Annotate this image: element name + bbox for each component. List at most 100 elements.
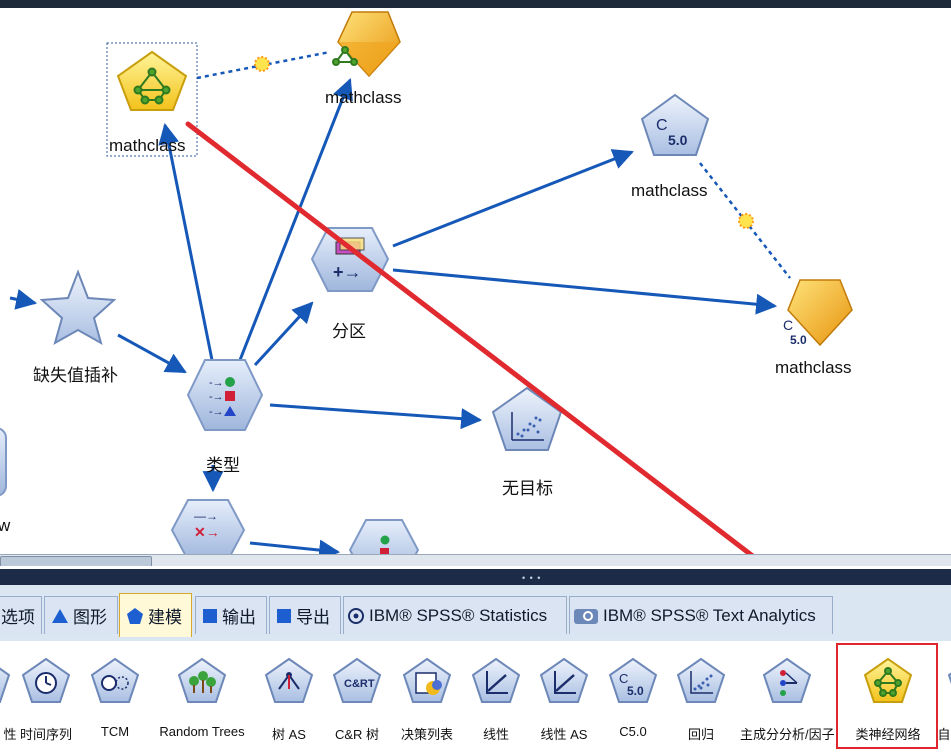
- palette-item-label: 主成分分析/因子: [740, 727, 835, 742]
- palette-item-random-trees[interactable]: Random Trees: [159, 655, 245, 745]
- link-left-to-impute: [9, 288, 38, 310]
- palette-item-label: 自: [937, 727, 951, 742]
- palette-item-pca-factor[interactable]: 主成分分析/因子: [740, 655, 835, 745]
- svg-text:—→: —→: [194, 509, 218, 523]
- palette-item-label: C5.0: [619, 724, 647, 739]
- square-icon: [276, 608, 292, 624]
- svg-text:-→: -→: [209, 377, 224, 389]
- palette-item-partial[interactable]: 性: [0, 655, 17, 745]
- palette-item-tcm[interactable]: TCM: [84, 655, 146, 745]
- palette-item-neural-net[interactable]: 类神经网络: [855, 655, 921, 745]
- link-type-to-partition: [253, 301, 314, 367]
- splitter-grip-icon: • • •: [522, 573, 542, 583]
- tab-label: 导出: [296, 608, 330, 627]
- tab-graphs[interactable]: 图形: [44, 596, 118, 634]
- link-partition-to-c50nugget: [392, 268, 778, 315]
- svg-text:-→: -→: [209, 406, 224, 418]
- stream-links: 5.0 C C 5.0 +→ -→ -→ -→: [0, 11, 853, 566]
- tab-label: 图形: [73, 608, 107, 627]
- partial-node-icon: [0, 655, 12, 707]
- linear-icon: [470, 655, 522, 707]
- tab-label: 选项: [1, 608, 35, 627]
- clock-icon: [20, 655, 72, 707]
- partition-node[interactable]: +→: [310, 227, 390, 292]
- tab-export[interactable]: 导出: [269, 596, 341, 634]
- regression-icon: [675, 655, 727, 707]
- palette-item-linear[interactable]: 线性: [465, 655, 527, 745]
- filter-node[interactable]: —→ ✕→: [170, 499, 246, 561]
- triangle-icon: [51, 608, 69, 624]
- tab-modeling[interactable]: 建模: [119, 593, 192, 637]
- palette-item-label: 类神经网络: [855, 727, 921, 742]
- nn-model-label: mathclass: [109, 136, 186, 155]
- unsupervised-node[interactable]: [491, 386, 563, 451]
- spss-statistics-icon: [347, 607, 365, 625]
- c50-model-label: mathclass: [631, 181, 708, 200]
- svg-text:✕→: ✕→: [194, 524, 220, 540]
- partial-node-icon: [946, 655, 951, 707]
- impute-label: 缺失值插补: [33, 366, 118, 385]
- link-type-to-nn: [158, 122, 214, 361]
- link-partition-to-c50: [392, 149, 634, 248]
- c50-model-node[interactable]: 5.0 C: [640, 93, 710, 156]
- pca-icon: [761, 655, 813, 707]
- svg-text:C: C: [783, 317, 793, 333]
- stream-canvas[interactable]: 5.0 C C 5.0 +→ -→ -→ -→: [0, 0, 951, 566]
- palette-item-label: 回归: [687, 727, 714, 742]
- tab-label: 建模: [148, 608, 182, 627]
- palette-item-time-series[interactable]: 时间序列: [15, 655, 77, 745]
- decision-list-icon: [401, 655, 453, 707]
- tcm-icon: [89, 655, 141, 707]
- pentagon-icon: [126, 607, 144, 625]
- type-label: 类型: [206, 456, 240, 475]
- cr-tree-icon: C&RT: [331, 655, 383, 707]
- horizontal-scrollbar[interactable]: [0, 554, 951, 566]
- tab-spss-statistics[interactable]: IBM® SPSS® Statistics: [343, 596, 567, 634]
- type-node[interactable]: -→ -→ -→: [186, 359, 264, 431]
- link-type-to-nugget: [238, 78, 353, 361]
- c50-nugget-node[interactable]: C 5.0: [783, 279, 853, 347]
- palette-item-label: 线性: [482, 727, 509, 742]
- palette-item-label: 树 AS: [272, 727, 306, 742]
- svg-text:5.0: 5.0: [790, 333, 807, 347]
- palette-item-label: 性: [3, 727, 17, 742]
- svg-text:5.0: 5.0: [627, 684, 644, 698]
- palette-item-tree-as[interactable]: 树 AS: [258, 655, 320, 745]
- text-analytics-icon: [573, 606, 599, 626]
- palette-item-cr-tree[interactable]: C&RT C&R 树: [326, 655, 388, 745]
- spark-icon: [738, 213, 754, 229]
- tab-label: IBM® SPSS® Text Analytics: [603, 605, 816, 625]
- pane-splitter[interactable]: [0, 569, 951, 585]
- link-impute-to-type: [117, 333, 187, 374]
- square-icon: [202, 608, 218, 624]
- scrollbar-thumb[interactable]: [0, 556, 152, 566]
- svg-text:-→: -→: [209, 391, 224, 403]
- left-edge-label: w: [0, 516, 11, 535]
- left-partial-node[interactable]: [0, 427, 7, 497]
- neural-net-icon: [133, 67, 171, 105]
- nn-model-node[interactable]: [106, 42, 198, 157]
- palette-item-linear-as[interactable]: 线性 AS: [533, 655, 595, 745]
- neural-net-icon: [332, 46, 358, 66]
- partition-label: 分区: [332, 322, 366, 341]
- nn-nugget-node[interactable]: [332, 11, 401, 78]
- palette-item-label: C&R 树: [334, 727, 380, 742]
- impute-node[interactable]: [39, 269, 117, 346]
- tree-as-icon: [263, 655, 315, 707]
- tab-output[interactable]: 输出: [195, 596, 267, 634]
- link-bottom-right: [249, 539, 341, 561]
- spark-icon: [254, 56, 270, 72]
- svg-text:C: C: [656, 117, 668, 134]
- palette-item-label: Random Trees: [159, 724, 245, 739]
- palette-item-decision-list[interactable]: 决策列表: [396, 655, 458, 745]
- nn-nugget-label: mathclass: [325, 88, 402, 107]
- tab-options[interactable]: 选项: [0, 596, 42, 634]
- palette-item-label: 时间序列: [19, 727, 72, 742]
- palette-item-partial-right[interactable]: 自: [937, 655, 951, 745]
- trees-icon: [176, 655, 228, 707]
- tab-label: 输出: [222, 608, 256, 627]
- palette-item-regression[interactable]: 回归: [670, 655, 732, 745]
- tab-text-analytics[interactable]: IBM® SPSS® Text Analytics: [569, 596, 833, 634]
